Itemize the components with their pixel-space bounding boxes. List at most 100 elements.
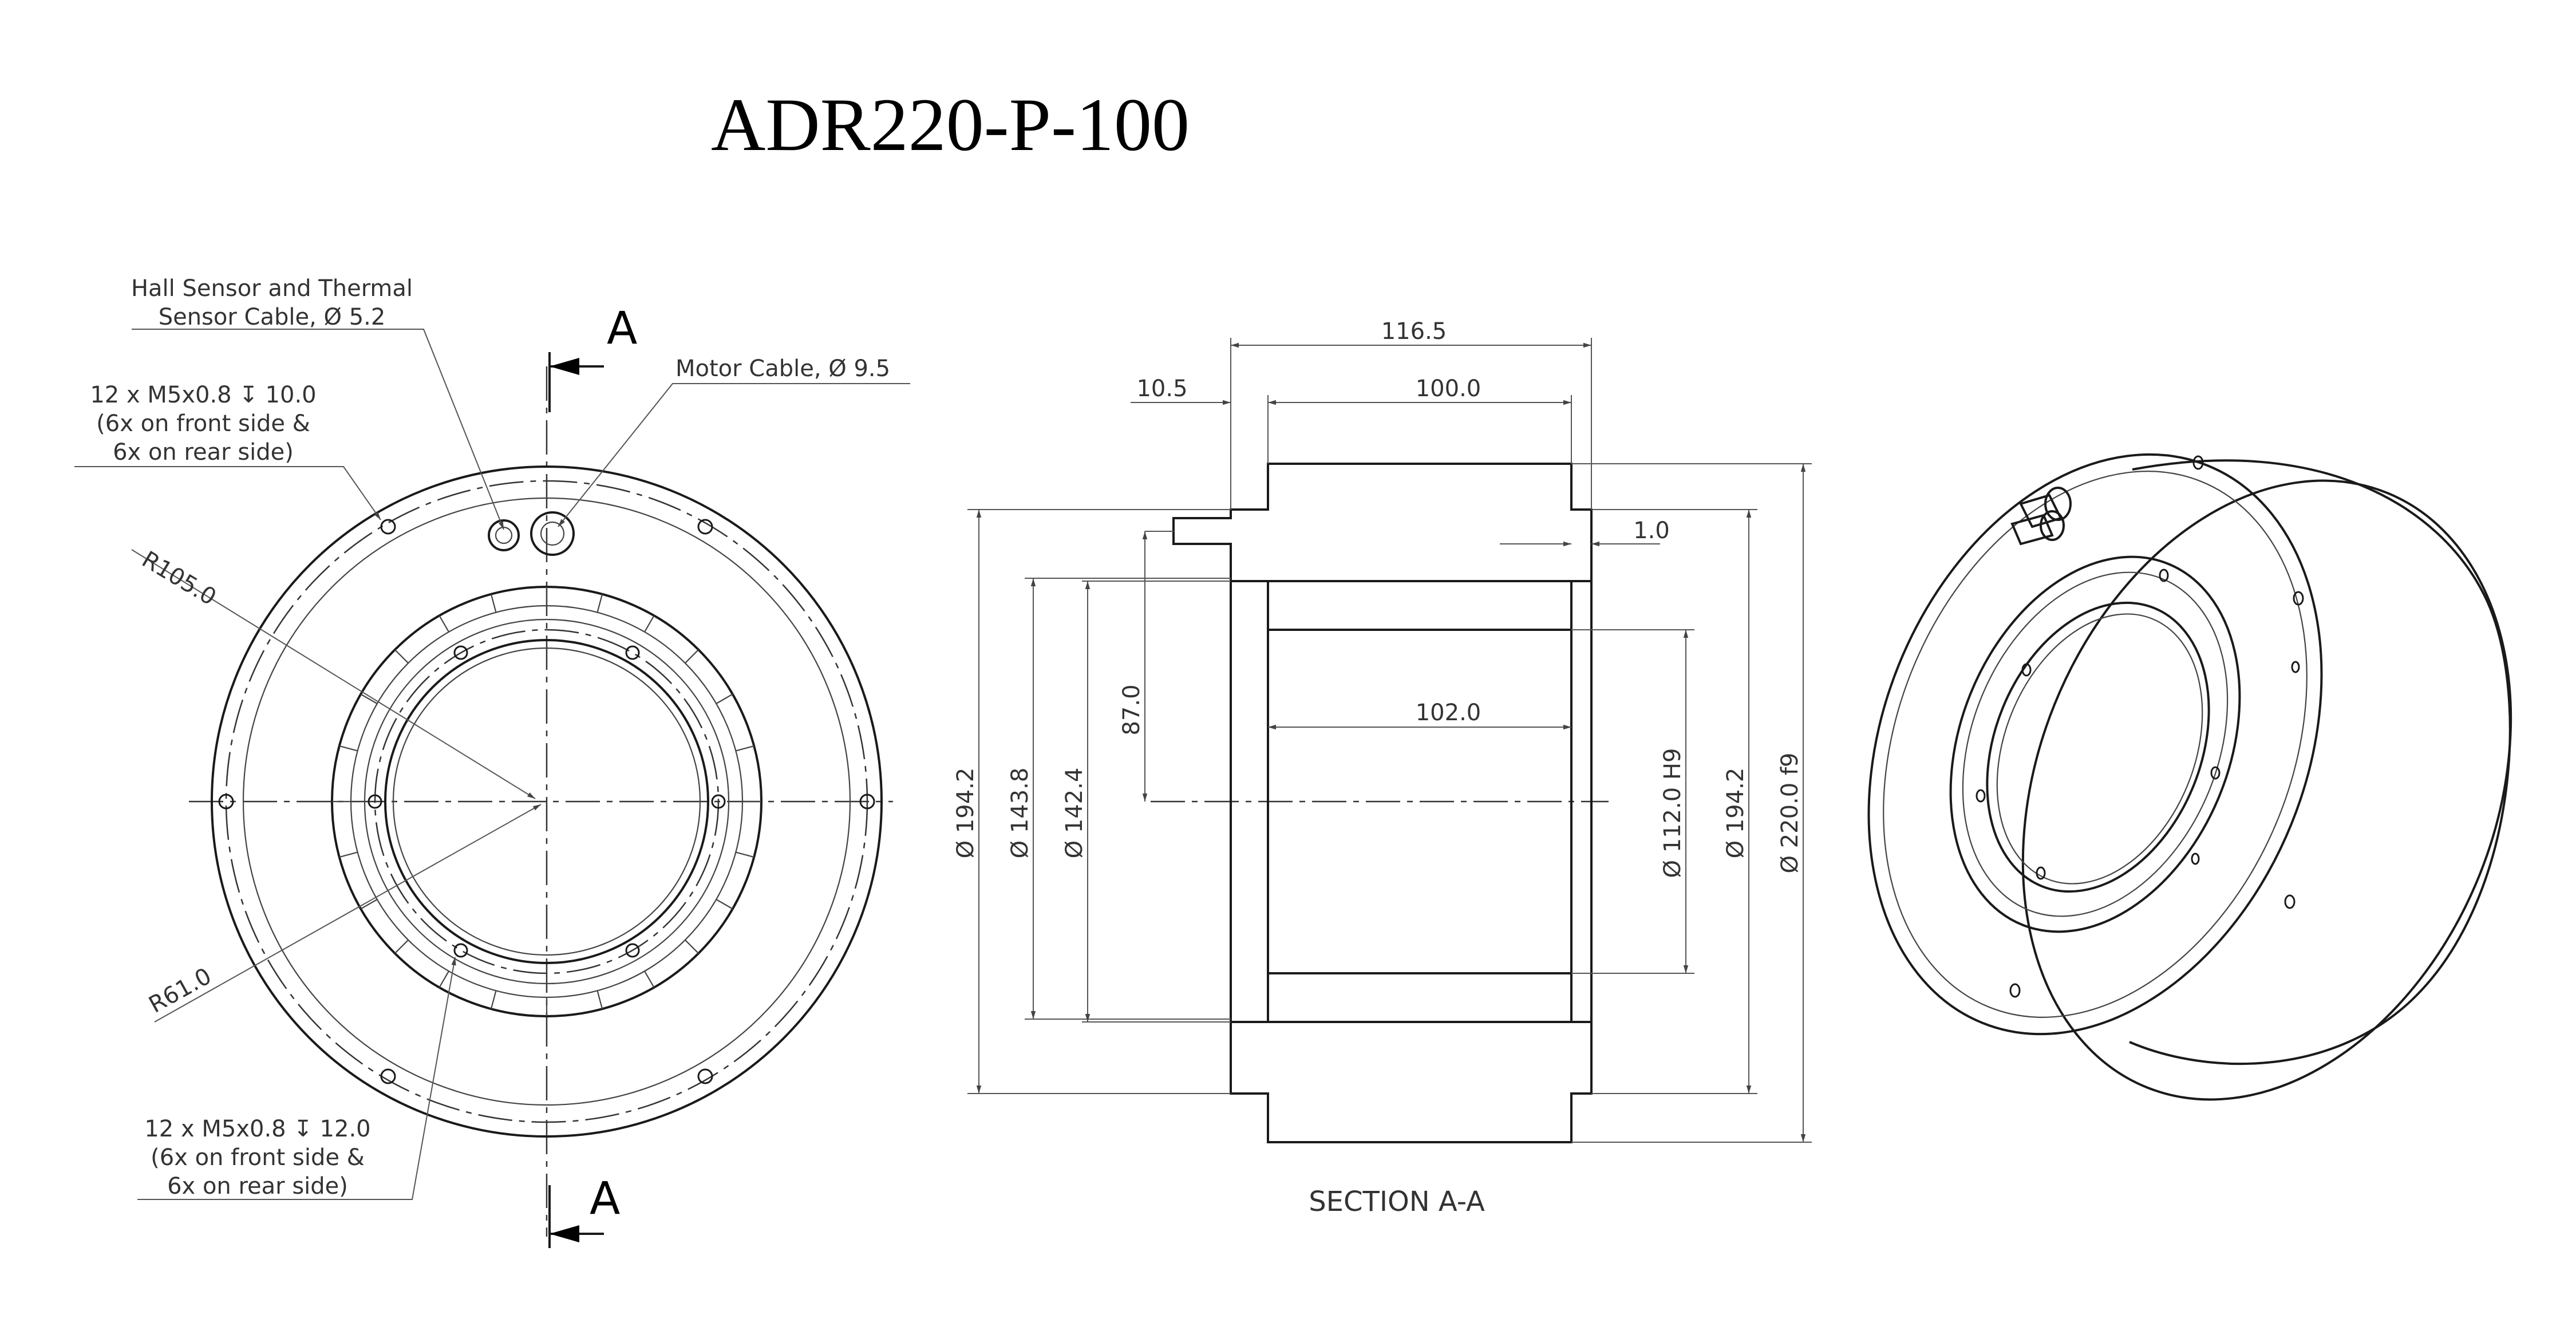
hall-cable-label-line1: Hall Sensor and Thermal xyxy=(131,275,413,302)
hall-cable-hole xyxy=(495,526,513,544)
stator-segment-tick xyxy=(360,693,378,704)
iso-bolt-hole xyxy=(2036,866,2046,880)
section-arrowhead-bottom xyxy=(550,1225,579,1242)
stator-segments xyxy=(332,587,761,1016)
iso-front-step xyxy=(1883,471,2308,1018)
iso-bolt-hole xyxy=(2192,455,2204,470)
iso-cable-boss xyxy=(2010,514,2054,546)
stator-upper-section xyxy=(1267,580,1573,631)
r-inner-leader xyxy=(154,804,542,1023)
stator-segment-tick xyxy=(716,899,733,910)
stator-segment-tick xyxy=(438,615,449,633)
iso-bolt-hole xyxy=(1976,789,1986,803)
iso-bolt-hole xyxy=(2293,591,2304,606)
dim-dia-right-mid-label: Ø 194.2 xyxy=(1722,768,1749,859)
dim-dia-left-inner-label: Ø 142.4 xyxy=(1061,768,1088,859)
dim-total-length-label: 116.5 xyxy=(1381,318,1447,345)
iso-body-outline xyxy=(2129,459,2511,1065)
dim-flange-label: 10.5 xyxy=(1136,376,1187,402)
dim-bore-length-label: 102.0 xyxy=(1416,700,1481,726)
iso-bore xyxy=(1986,601,2210,893)
section-caption: SECTION A-A xyxy=(1309,1186,1485,1218)
stator-segment-tick xyxy=(339,745,358,752)
iso-back-rim xyxy=(2021,479,2512,1101)
stator-segment-tick xyxy=(736,745,754,752)
stator-segment-tick xyxy=(685,940,699,954)
iso-stator-ring xyxy=(1949,555,2241,933)
front-holes-label-line1: 12 x M5x0.8 ↧ 10.0 xyxy=(90,382,316,408)
iso-cable-fitting xyxy=(2040,510,2065,541)
stator-segment-tick xyxy=(490,594,497,613)
magnet-ring-circle xyxy=(364,618,730,985)
iso-side-hole xyxy=(2191,852,2200,865)
stator-segment-tick xyxy=(394,649,409,664)
dim-body-length-label: 100.0 xyxy=(1416,376,1481,402)
inner-bolt-hole xyxy=(625,645,640,660)
dim-axis-offset-label: 87.0 xyxy=(1119,684,1145,735)
stator-segment-tick xyxy=(716,693,733,704)
drawing-title: ADR220-P-100 xyxy=(711,82,1190,167)
front-holes-label-line3: 6x on rear side) xyxy=(113,439,294,465)
hall-cable-leader xyxy=(132,329,504,530)
dim-dia-left-outer-label: Ø 194.2 xyxy=(953,768,979,859)
inner-bolt-hole xyxy=(368,794,382,809)
iso-bore-chamfer xyxy=(1996,613,2203,885)
outer-bolt-hole xyxy=(218,794,234,810)
inner-bolt-hole xyxy=(625,943,640,958)
r-outer-label: R105.0 xyxy=(137,546,221,611)
motor-cable-boss xyxy=(530,511,575,556)
dim-dia-bore-label: Ø 112.0 H9 xyxy=(1660,748,1686,878)
stator-segment-tick xyxy=(644,970,655,988)
dim-dia-right-outer-label: Ø 220.0 f9 xyxy=(1777,753,1803,874)
iso-bolt-hole xyxy=(2284,894,2296,909)
outer-bolt-hole xyxy=(859,794,875,810)
stator-lower-section xyxy=(1267,972,1573,1023)
stator-segment-tick xyxy=(394,940,409,954)
motor-cable-hole xyxy=(540,521,565,546)
rear-holes-leader xyxy=(137,957,456,1200)
iso-stator-inner xyxy=(1962,571,2229,917)
stator-segment-tick xyxy=(736,851,754,858)
stator-segment-tick xyxy=(596,990,603,1009)
stator-segment-tick xyxy=(596,594,603,613)
section-arrowhead-top xyxy=(550,358,579,375)
rear-holes-label-line1: 12 x M5x0.8 ↧ 12.0 xyxy=(144,1116,370,1142)
iso-bolt-hole xyxy=(2210,766,2221,780)
bore-chamfer-circle xyxy=(392,647,701,956)
stator-segment-tick xyxy=(360,899,378,910)
dim-dia-left-mid-label: Ø 143.8 xyxy=(1007,768,1033,859)
section-view: 116.5 100.0 10.5 1.0 102.0 Ø 194.2 Ø 143… xyxy=(953,318,1812,1218)
iso-bolt-hole xyxy=(2159,569,2169,582)
dim-gap-label: 1.0 xyxy=(1633,518,1670,544)
housing-lower-section xyxy=(1230,1021,1593,1143)
front-view: A A Hall Sensor and Thermal Sensor Cable… xyxy=(74,275,910,1248)
outer-bolt-hole xyxy=(380,1068,396,1084)
inner-bolt-hole xyxy=(711,794,726,809)
iso-cable-fitting xyxy=(2044,487,2072,521)
iso-side-hole xyxy=(2291,661,2300,673)
iso-bolt-hole xyxy=(2021,663,2032,677)
housing-upper-section xyxy=(1172,463,1593,582)
stator-segment-tick xyxy=(490,990,497,1009)
section-marker-top: A xyxy=(607,303,637,354)
stator-segment-tick xyxy=(644,615,655,633)
stator-segment-tick xyxy=(685,649,699,664)
outer-housing-circle xyxy=(211,465,883,1138)
hall-cable-label-line2: Sensor Cable, Ø 5.2 xyxy=(159,304,386,330)
outer-bolt-hole xyxy=(697,1068,713,1084)
hall-cable-boss xyxy=(488,519,520,551)
outer-bolt-hole xyxy=(380,519,396,535)
isometric-view xyxy=(1867,453,2512,1101)
outer-step-circle xyxy=(242,497,851,1106)
inner-bolt-hole xyxy=(453,645,468,660)
inner-bolt-hole xyxy=(453,943,468,958)
stator-segment-tick xyxy=(438,970,449,988)
front-holes-label-line2: (6x on front side & xyxy=(96,411,310,437)
r-outer-leader xyxy=(131,549,536,799)
iso-bolt-hole xyxy=(2009,983,2021,998)
front-holes-leader xyxy=(74,466,381,520)
stator-segment-tick xyxy=(339,851,358,858)
inner-bolt-circle xyxy=(374,629,720,974)
motor-cable-label: Motor Cable, Ø 9.5 xyxy=(675,356,890,382)
